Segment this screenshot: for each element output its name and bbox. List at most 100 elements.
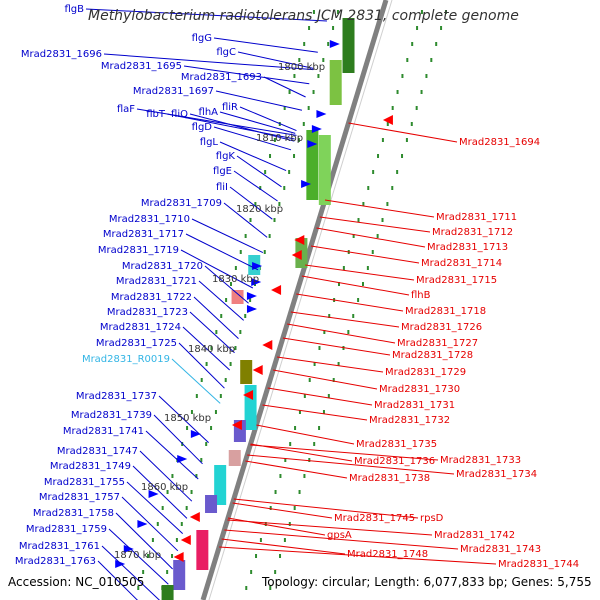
left-gene-label[interactable]: Mrad2831_1693 bbox=[181, 72, 262, 83]
track-dot bbox=[293, 154, 296, 158]
left-leader-line bbox=[180, 249, 254, 289]
right-gene-label[interactable]: Mrad2831_1712 bbox=[432, 227, 513, 238]
track-dot bbox=[416, 26, 419, 30]
right-gene-label[interactable]: Mrad2831_1744 bbox=[498, 559, 579, 570]
left-gene-label[interactable]: Mrad2831_1758 bbox=[33, 508, 114, 519]
left-gene-label[interactable]: Mrad2831_1697 bbox=[133, 86, 214, 97]
right-gene-label[interactable]: Mrad2831_1743 bbox=[460, 544, 541, 555]
left-gene-label[interactable]: Mrad2831_1719 bbox=[98, 245, 179, 256]
track-dot bbox=[200, 458, 203, 462]
right-gene-label[interactable]: Mrad2831_1726 bbox=[401, 322, 482, 333]
track-dot bbox=[288, 522, 291, 526]
right-leader-line bbox=[287, 323, 396, 344]
left-gene-label[interactable]: Mrad2831_1696 bbox=[21, 49, 102, 60]
left-gene-label[interactable]: fliR bbox=[222, 102, 238, 113]
left-gene-label[interactable]: fliI bbox=[216, 182, 228, 193]
left-gene-label[interactable]: Mrad2831_1720 bbox=[122, 261, 203, 272]
track-dot bbox=[166, 490, 169, 494]
right-gene-label[interactable]: Mrad2831_1732 bbox=[369, 415, 450, 426]
right-gene-label[interactable]: Mrad2831_1731 bbox=[374, 400, 455, 411]
track-dot bbox=[239, 330, 242, 334]
track-dot bbox=[195, 394, 198, 398]
left-gene-label[interactable]: Mrad2831_1763 bbox=[15, 556, 96, 567]
gene-block bbox=[231, 290, 244, 304]
right-gene-label[interactable]: Mrad2831_1742 bbox=[434, 530, 515, 541]
left-gene-label[interactable]: Mrad2831_1723 bbox=[107, 307, 188, 318]
right-gene-label[interactable]: Mrad2831_1733 bbox=[440, 455, 521, 466]
right-gene-label[interactable]: Mrad2831_1715 bbox=[416, 275, 497, 286]
right-gene-label[interactable]: Mrad2831_1738 bbox=[349, 473, 430, 484]
left-gene-label[interactable]: Mrad2831_1761 bbox=[19, 541, 100, 552]
left-gene-label[interactable]: flgK bbox=[216, 151, 236, 162]
left-gene-label[interactable]: Mrad2831_1759 bbox=[26, 524, 107, 535]
track-dot bbox=[200, 378, 203, 382]
left-gene-label[interactable]: Mrad2831_1709 bbox=[141, 198, 222, 209]
track-dot bbox=[337, 362, 340, 366]
track-dot bbox=[444, 10, 447, 14]
track-dot bbox=[303, 42, 306, 46]
track-dot bbox=[279, 554, 282, 558]
left-gene-label[interactable]: Mrad2831_1721 bbox=[116, 276, 197, 287]
right-gene-label[interactable]: Mrad2831_1718 bbox=[405, 306, 486, 317]
right-leader-line bbox=[267, 387, 373, 406]
track-dot bbox=[391, 186, 394, 190]
left-gene-label[interactable]: flgD bbox=[192, 122, 213, 133]
left-gene-label[interactable]: flbT bbox=[146, 109, 166, 120]
right-gene-label[interactable]: Mrad2831_1745 bbox=[334, 513, 415, 524]
left-gene-label[interactable]: Mrad2831_1747 bbox=[57, 446, 138, 457]
right-leader-line bbox=[305, 264, 415, 281]
gene-arrow-forward bbox=[177, 455, 188, 463]
right-leader-line bbox=[290, 311, 400, 328]
left-gene-label[interactable]: Mrad2831_1749 bbox=[50, 461, 131, 472]
left-gene-label[interactable]: flgC bbox=[216, 47, 236, 58]
right-gene-label[interactable]: Mrad2831_1729 bbox=[385, 367, 466, 378]
track-dot bbox=[401, 154, 404, 158]
right-gene-label[interactable]: Mrad2831_1734 bbox=[456, 469, 537, 480]
track-dot bbox=[303, 394, 306, 398]
right-gene-label[interactable]: Mrad2831_1736 bbox=[354, 456, 435, 467]
scale-label: 1840 kbp bbox=[188, 344, 235, 355]
left-gene-label[interactable]: flgE bbox=[213, 166, 232, 177]
left-gene-label[interactable]: Mrad2831_1741 bbox=[63, 426, 144, 437]
left-gene-label[interactable]: flgB bbox=[64, 4, 84, 15]
left-leader-line bbox=[132, 465, 188, 519]
track-dot bbox=[425, 74, 428, 78]
left-gene-label[interactable]: Mrad2831_R0019 bbox=[82, 354, 170, 365]
right-gene-label[interactable]: gpsA bbox=[327, 530, 352, 541]
left-gene-label[interactable]: Mrad2831_1755 bbox=[44, 477, 125, 488]
left-gene-label[interactable]: flgG bbox=[192, 33, 212, 44]
right-gene-label[interactable]: Mrad2831_1735 bbox=[356, 439, 437, 450]
right-gene-label[interactable]: Mrad2831_1748 bbox=[347, 549, 428, 560]
left-gene-label[interactable]: Mrad2831_1722 bbox=[111, 292, 192, 303]
right-gene-label[interactable]: flhB bbox=[411, 290, 431, 301]
gene-block bbox=[342, 18, 355, 73]
right-gene-label[interactable]: Mrad2831_1714 bbox=[421, 258, 502, 269]
right-gene-label[interactable]: Mrad2831_1711 bbox=[436, 212, 517, 223]
right-gene-label[interactable]: Mrad2831_1728 bbox=[392, 350, 473, 361]
track-dot bbox=[318, 346, 321, 350]
right-gene-label[interactable]: rpsD bbox=[420, 513, 444, 524]
left-gene-label[interactable]: Mrad2831_1737 bbox=[76, 391, 157, 402]
left-gene-label[interactable]: fliQ bbox=[171, 109, 188, 120]
right-leader-line bbox=[256, 424, 355, 445]
right-leader-line bbox=[310, 245, 420, 264]
left-leader-line bbox=[171, 358, 221, 404]
right-gene-label[interactable]: Mrad2831_1727 bbox=[397, 338, 478, 349]
right-leader-line bbox=[219, 546, 497, 565]
right-gene-label[interactable]: Mrad2831_1730 bbox=[379, 384, 460, 395]
right-gene-label[interactable]: Mrad2831_1694 bbox=[459, 137, 540, 148]
left-gene-label[interactable]: Mrad2831_1757 bbox=[39, 492, 120, 503]
track-dot bbox=[328, 314, 331, 318]
track-dot bbox=[250, 570, 253, 574]
left-gene-label[interactable]: flgL bbox=[200, 137, 219, 148]
left-gene-label[interactable]: Mrad2831_1725 bbox=[96, 338, 177, 349]
left-gene-label[interactable]: Mrad2831_1724 bbox=[100, 322, 181, 333]
left-gene-label[interactable]: Mrad2831_1710 bbox=[109, 214, 190, 225]
left-gene-label[interactable]: flaF bbox=[117, 104, 135, 115]
left-gene-label[interactable]: Mrad2831_1739 bbox=[71, 410, 152, 421]
left-gene-label[interactable]: Mrad2831_1717 bbox=[103, 229, 184, 240]
left-gene-label[interactable]: Mrad2831_1695 bbox=[101, 61, 182, 72]
left-gene-label[interactable]: flhA bbox=[199, 107, 219, 118]
right-gene-label[interactable]: Mrad2831_1713 bbox=[427, 242, 508, 253]
track-dot bbox=[269, 154, 272, 158]
